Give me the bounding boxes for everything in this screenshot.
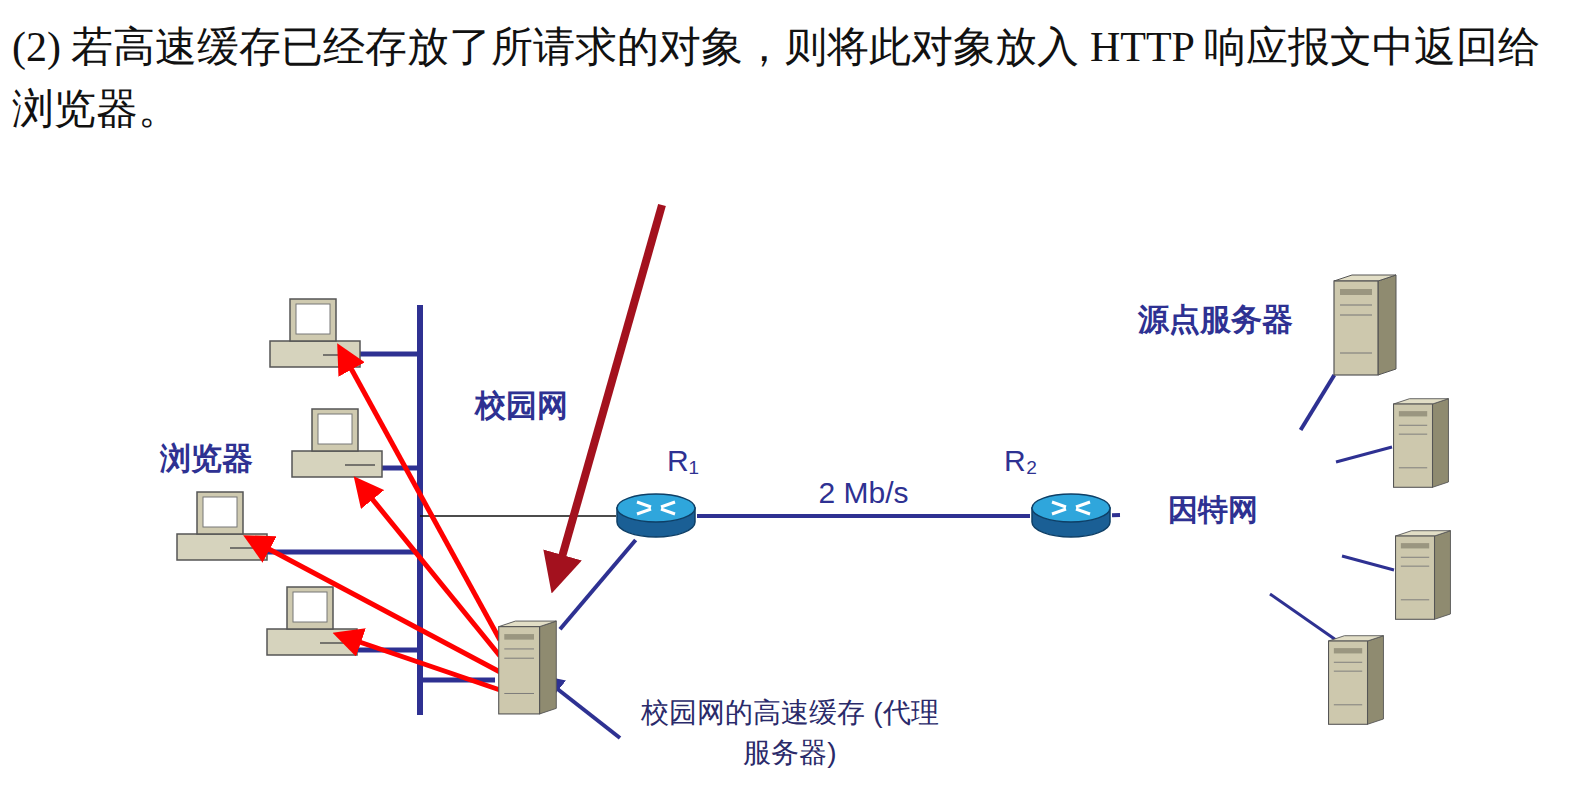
title: (2) 若高速缓存已经存放了所请求的对象，则将此对象放入 HTTP 响应报文中返… xyxy=(12,16,1560,140)
node-label: 校园网 xyxy=(475,385,568,427)
server-icon xyxy=(1330,275,1400,375)
network-node: 因特网 xyxy=(1120,430,1380,595)
network-node: R₁ xyxy=(615,492,697,540)
node-label: 校园网的高速缓存 (代理服务器) xyxy=(635,693,945,773)
link-line xyxy=(560,540,636,629)
network-node: R₂ xyxy=(1030,492,1112,540)
node-label: 源点服务器 xyxy=(1138,299,1293,341)
server-icon xyxy=(495,605,560,730)
response-arrow xyxy=(252,352,500,690)
link-line xyxy=(1301,375,1335,430)
cloud-outline xyxy=(1131,434,1387,592)
network-node: 源点服务器 xyxy=(1330,275,1400,375)
group-label: 浏览器 xyxy=(160,438,253,480)
leader-arrow xyxy=(546,680,620,738)
browser-computers xyxy=(177,299,382,655)
network-node: 校园网校园网的高速缓存 (代理服务器) xyxy=(130,275,695,725)
router-icon xyxy=(615,492,697,540)
link-label: 2 Mb/s xyxy=(814,476,912,510)
link-line xyxy=(697,514,1030,518)
node-label: R₁ xyxy=(667,444,699,478)
other-servers xyxy=(1329,399,1451,725)
node-label: 因特网 xyxy=(1168,490,1258,531)
cloud-fill xyxy=(130,290,690,715)
cloud-outline xyxy=(128,288,692,717)
internet-links xyxy=(1270,447,1394,640)
network-node: 校园网的高速缓存 (代理服务器) xyxy=(495,605,560,730)
cloud-fill xyxy=(1133,436,1385,590)
backbone-link xyxy=(420,515,616,517)
cloud-shape xyxy=(130,275,695,725)
link-line xyxy=(1112,513,1120,517)
node-label: R₂ xyxy=(1004,444,1037,478)
router-icon xyxy=(1030,492,1112,540)
